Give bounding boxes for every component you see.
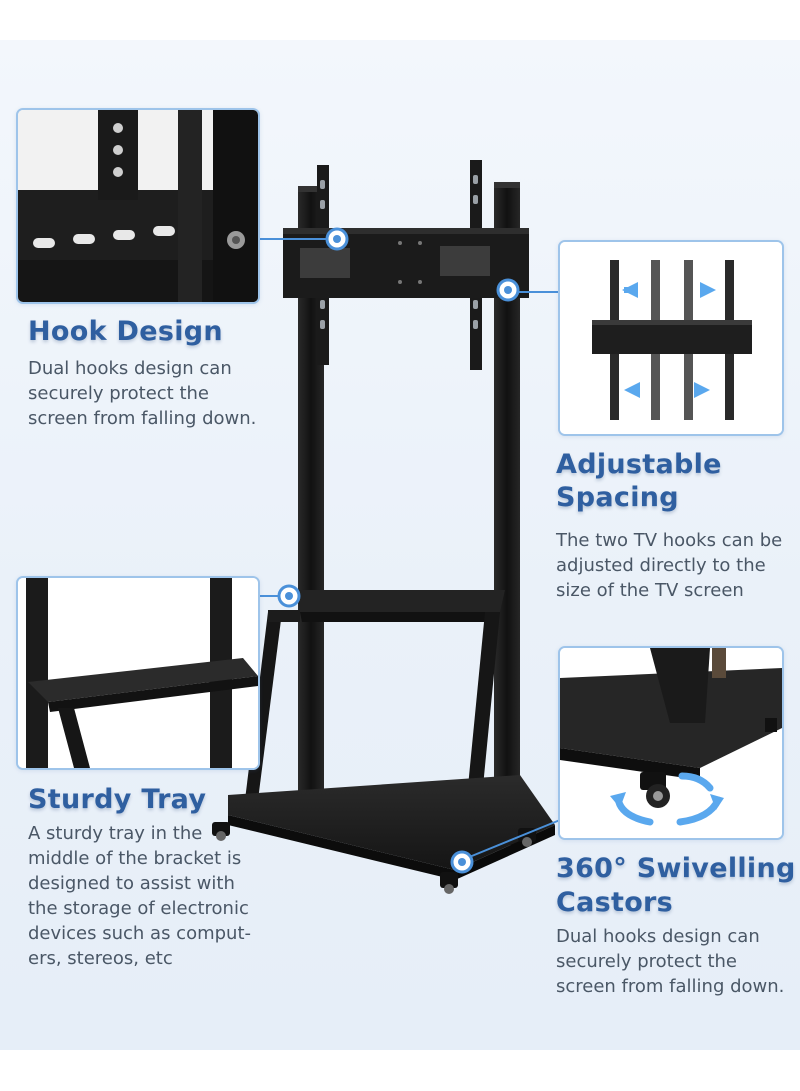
adjustable-spacing-title-line1: Adjustable xyxy=(556,449,722,480)
swivel-castors-description: Dual hooks design can securely protect t… xyxy=(556,926,785,997)
castors-closeup-image xyxy=(558,646,784,840)
adjustable-spacing-title-line2: Spacing xyxy=(556,482,679,513)
swivel-castors-title-line1: 360° Swivelling xyxy=(556,853,796,884)
sturdy-tray-description: A sturdy tray in the middle of the brack… xyxy=(28,823,251,969)
sturdy-tray-title: Sturdy Tray xyxy=(28,784,207,815)
tray-closeup-image xyxy=(16,576,260,770)
swivel-castors-title-line2: Castors xyxy=(556,887,674,918)
adjustable-spacing-image xyxy=(558,240,784,436)
hook-closeup-image xyxy=(16,108,260,304)
adjustable-spacing-description: The two TV hooks can be adjusted directl… xyxy=(556,530,783,601)
hook-design-title: Hook Design xyxy=(28,316,223,347)
hook-design-description: Dual hooks design can securely protect t… xyxy=(28,358,257,429)
